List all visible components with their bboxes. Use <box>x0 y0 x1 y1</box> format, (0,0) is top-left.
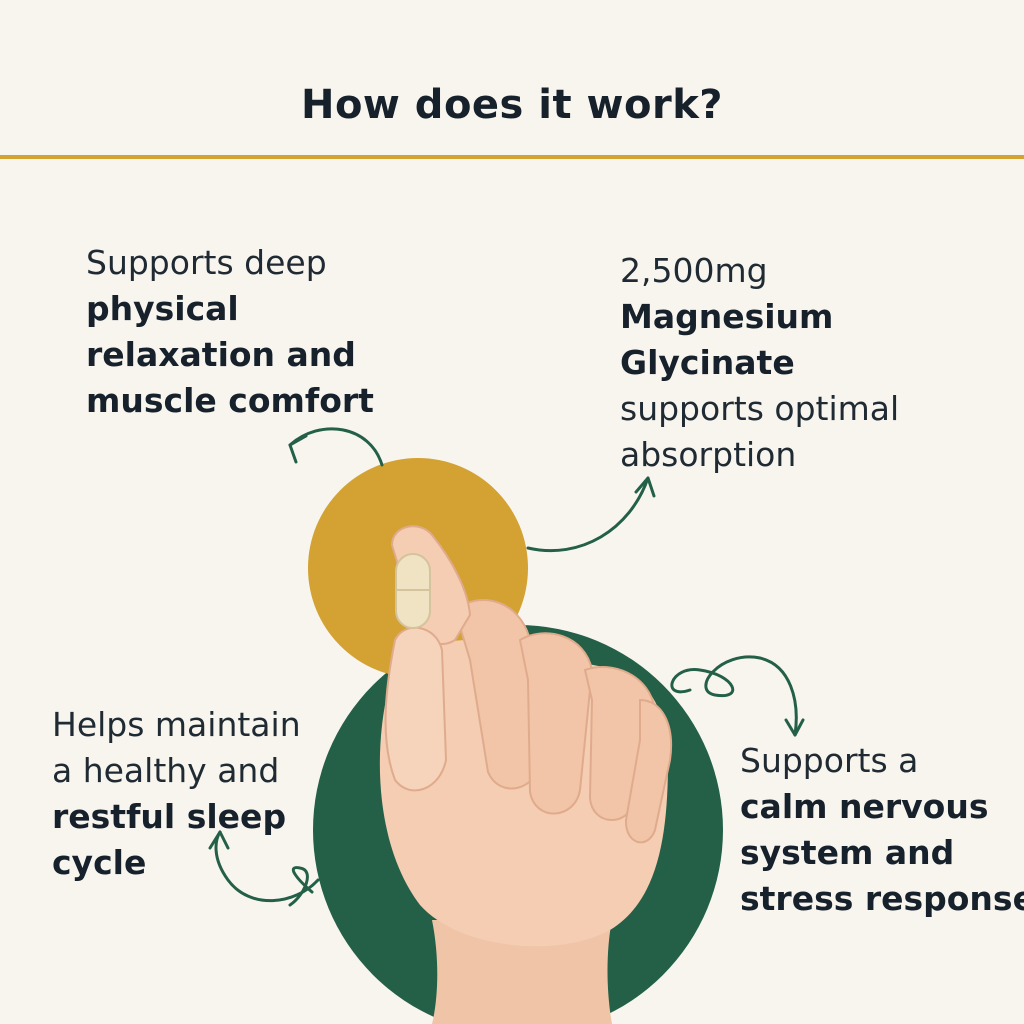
benefit-magnesium-glycinate: 2,500mg Magnesium Glycinate supports opt… <box>620 248 899 478</box>
benefit-highlight: physical <box>86 289 239 328</box>
benefit-sleep-cycle: Helps maintain a healthy and restful sle… <box>52 702 301 886</box>
title-divider <box>0 155 1024 159</box>
benefit-muscle-relaxation: Supports deep physical relaxation and mu… <box>86 240 374 424</box>
benefit-text: Helps maintain <box>52 705 301 744</box>
benefit-highlight: Magnesium <box>620 297 834 336</box>
benefit-text: a healthy and <box>52 751 280 790</box>
benefit-highlight: stress response <box>740 879 1024 918</box>
benefit-highlight: muscle comfort <box>86 381 374 420</box>
benefit-text: absorption <box>620 435 797 474</box>
finger-4 <box>624 698 672 844</box>
wrist <box>432 920 612 1024</box>
benefit-text: supports optimal <box>620 389 900 428</box>
curly-arrow-icon <box>670 655 798 737</box>
benefit-highlight: Glycinate <box>620 343 795 382</box>
benefit-highlight: relaxation and <box>86 335 356 374</box>
curly-arrow-icon <box>526 476 650 553</box>
page-title: How does it work? <box>300 82 724 128</box>
curly-arrow-icon <box>288 427 384 467</box>
benefit-highlight: restful sleep <box>52 797 287 836</box>
benefit-highlight: calm nervous <box>740 787 989 826</box>
thumb <box>384 626 448 792</box>
benefit-text: Supports a <box>740 741 919 780</box>
benefit-nervous-system: Supports a calm nervous system and stres… <box>740 738 1024 922</box>
benefit-highlight: cycle <box>52 843 147 882</box>
benefit-text: 2,500mg <box>620 251 768 290</box>
benefit-text: Supports deep <box>86 243 327 282</box>
curly-arrow-icon <box>214 830 320 903</box>
finger-2 <box>518 632 594 815</box>
benefit-highlight: system and <box>740 833 955 872</box>
